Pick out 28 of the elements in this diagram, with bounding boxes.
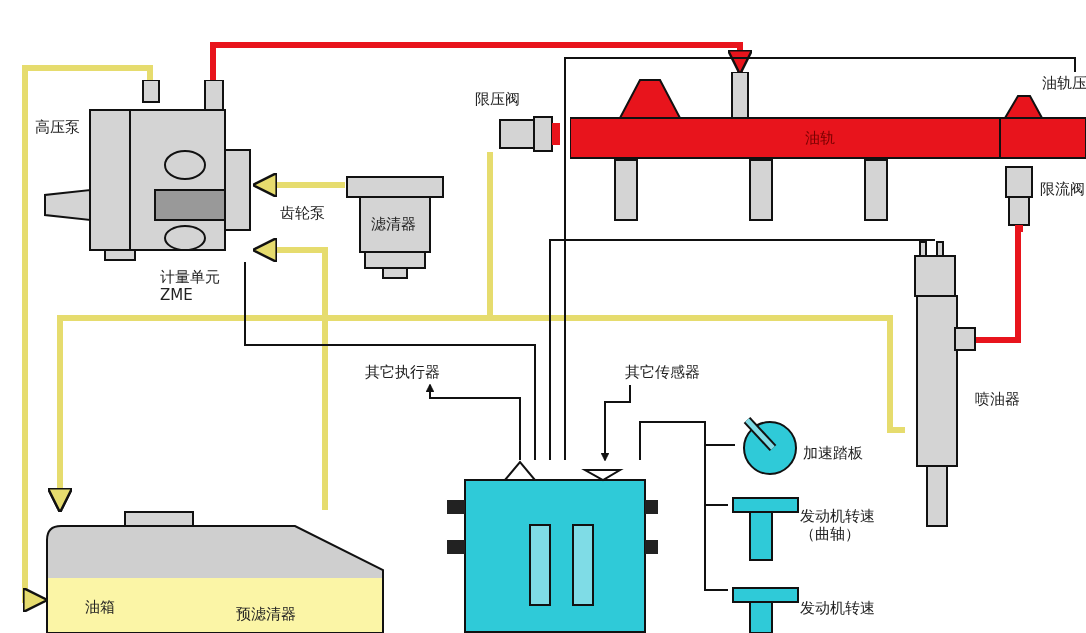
component-label: 其它传感器 <box>625 363 700 381</box>
component-label: 限流阀 <box>1040 180 1085 198</box>
component-label: 滤清器 <box>371 215 416 233</box>
component-label: 喷油器 <box>975 390 1020 408</box>
part-label: 计量单元 ZME <box>160 268 221 304</box>
component-label: 发动机转速（曲轴） <box>800 507 876 543</box>
signal-wire <box>564 57 1076 461</box>
component-label: 限压阀 <box>475 90 520 108</box>
component-label: 加速踏板 <box>803 444 863 462</box>
fuel-pipe <box>251 171 345 199</box>
component-label: 发动机转速 <box>800 599 875 617</box>
signal-wire <box>600 384 631 462</box>
component-label: 预滤清器 <box>236 605 296 623</box>
component-label: 油轨 <box>805 129 835 147</box>
fuel-pipe <box>251 236 328 510</box>
fuel-pipe <box>46 315 905 514</box>
signal-wire <box>425 383 521 461</box>
component-label: 油箱 <box>85 598 115 616</box>
component-label: 油轨压 <box>1042 74 1086 92</box>
fuel-pipe <box>1015 232 1021 240</box>
signal-wire <box>639 421 729 591</box>
fuel-pipe <box>22 65 153 614</box>
signal-wire <box>244 261 536 461</box>
fuel-pipe <box>210 42 754 80</box>
part-label: 齿轮泵 <box>280 204 325 222</box>
signal-wire <box>549 239 936 461</box>
component-label: 其它执行器 <box>365 363 440 381</box>
component-label: 高压泵 <box>35 118 80 136</box>
